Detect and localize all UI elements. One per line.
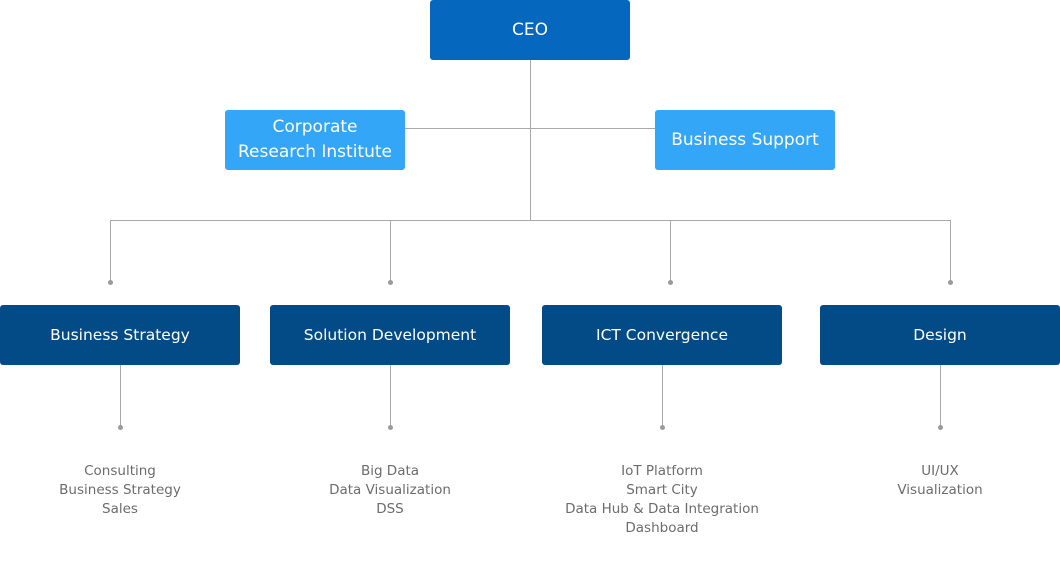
department-label: ICT Convergence — [596, 326, 728, 344]
sub-drop-line — [119, 365, 121, 427]
staff-left-label-line-1: Corporate — [272, 117, 358, 137]
sub-drop-line — [939, 365, 941, 427]
sub-drop-line — [389, 365, 391, 427]
sub-item: Sales — [102, 501, 138, 517]
sub-item: Visualization — [897, 482, 983, 498]
connector-dot — [107, 279, 113, 285]
department-label: Solution Development — [303, 326, 477, 344]
sub-item: IoT Platform — [621, 463, 703, 479]
sub-item: Data Visualization — [329, 482, 451, 498]
department-drop-line — [109, 220, 111, 282]
department-label: Business Strategy — [50, 326, 190, 344]
sub-drop-line — [661, 365, 663, 427]
sub-item: Smart City — [626, 482, 698, 498]
sub-item: Data Hub & Data Integration — [565, 501, 759, 517]
sub-item: Business Strategy — [59, 482, 181, 498]
business-support-label: Business Support — [671, 129, 819, 150]
connector-dot — [387, 424, 393, 430]
sub-list-design: UI/UX Visualization — [820, 462, 1060, 500]
business-support-node: Business Support — [655, 110, 835, 170]
sub-list-ict-convergence: IoT Platform Smart City Data Hub & Data … — [542, 462, 782, 538]
department-business-strategy: Business Strategy — [0, 305, 240, 365]
staff-connector-line — [405, 127, 655, 129]
sub-item: Big Data — [360, 463, 420, 479]
department-label: Design — [913, 326, 967, 344]
connector-dot — [667, 279, 673, 285]
ceo-node: CEO — [430, 0, 630, 60]
department-design: Design — [820, 305, 1060, 365]
ceo-label: CEO — [512, 20, 548, 40]
staff-left-label-line-2: Research Institute — [238, 142, 392, 162]
department-bus-line — [110, 219, 951, 221]
connector-dot — [117, 424, 123, 430]
sub-item: Dashboard — [625, 520, 699, 536]
connector-dot — [937, 424, 943, 430]
sub-item: Consulting — [84, 463, 156, 479]
sub-list-business-strategy: Consulting Business Strategy Sales — [0, 462, 240, 519]
department-solution-development: Solution Development — [270, 305, 510, 365]
connector-dot — [659, 424, 665, 430]
sub-list-solution-development: Big Data Data Visualization DSS — [270, 462, 510, 519]
connector-dot — [947, 279, 953, 285]
department-drop-line — [669, 220, 671, 282]
sub-item: DSS — [376, 501, 404, 517]
sub-item: UI/UX — [921, 463, 959, 479]
corporate-research-institute-node: Corporate Research Institute — [225, 110, 405, 170]
department-ict-convergence: ICT Convergence — [542, 305, 782, 365]
connector-dot — [387, 279, 393, 285]
department-drop-line — [949, 220, 951, 282]
department-drop-line — [389, 220, 391, 282]
ceo-trunk-line — [529, 60, 531, 220]
